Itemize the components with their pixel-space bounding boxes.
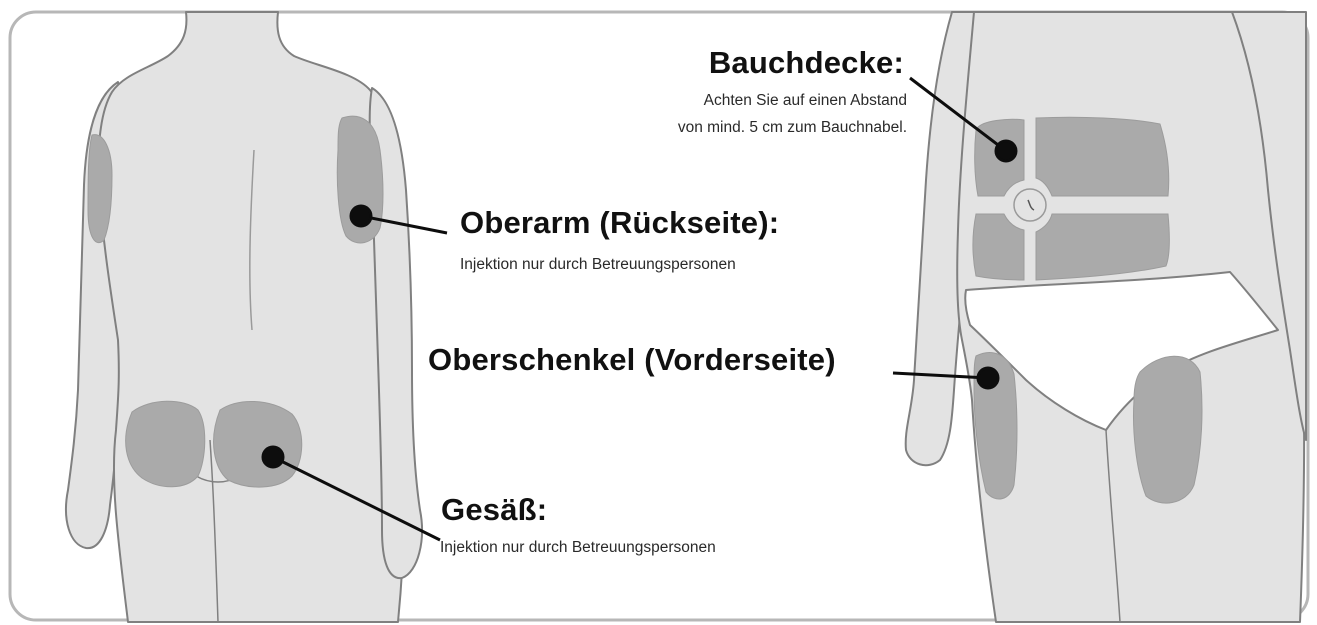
marker-dot-oberarm [351, 206, 371, 226]
zone-right-buttock [214, 401, 302, 487]
label-bauchdecke-note-line2: von mind. 5 cm zum Bauchnabel. [678, 119, 907, 137]
label-oberarm-title: Oberarm (Rückseite): [460, 205, 779, 241]
marker-dot-gesaess [263, 447, 283, 467]
navel-marker [1014, 189, 1046, 221]
zone-right-thigh [1134, 356, 1203, 503]
label-oberschenkel-title: Oberschenkel (Vorderseite) [428, 342, 836, 378]
zone-abdomen-upper-right [1036, 117, 1169, 196]
back-view-figure [66, 12, 422, 622]
zone-left-buttock [126, 401, 205, 487]
label-gesaess-note: Injektion nur durch Betreuungspersonen [440, 539, 716, 557]
label-oberarm-note: Injektion nur durch Betreuungspersonen [460, 256, 736, 274]
zone-left-arm [88, 135, 112, 243]
label-bauchdecke-title: Bauchdecke: [709, 45, 904, 81]
marker-dot-oberschenkel [978, 368, 998, 388]
label-bauchdecke-note-line1: Achten Sie auf einen Abstand [704, 92, 907, 110]
label-gesaess-title: Gesäß: [441, 492, 547, 528]
marker-dot-bauchdecke [996, 141, 1016, 161]
